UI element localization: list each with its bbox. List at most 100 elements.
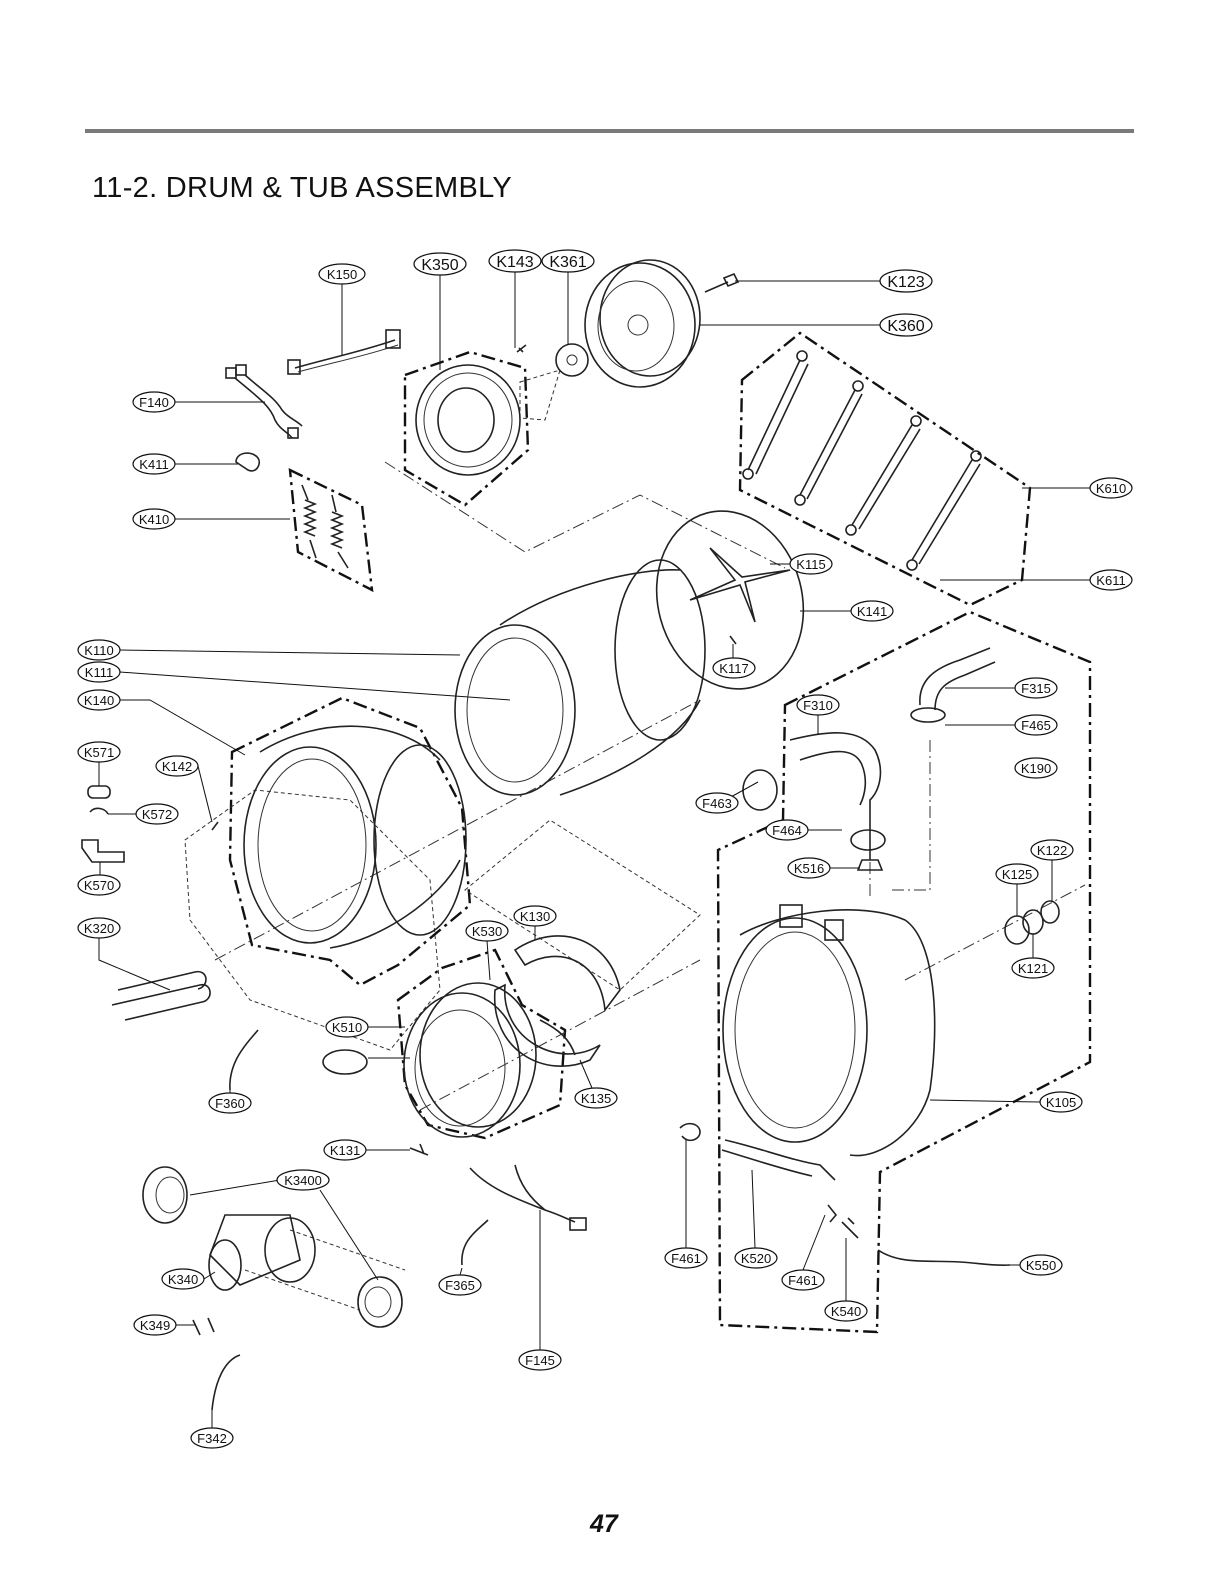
wire-f342 <box>211 1354 241 1411</box>
svg-text:K110: K110 <box>84 643 113 658</box>
boundary-gasket <box>396 948 567 1140</box>
label-f145: F145 <box>518 1349 562 1371</box>
label-k410: K410 <box>132 508 176 530</box>
label-k142: K142 <box>155 755 199 777</box>
wire-f360 <box>229 1029 259 1091</box>
svg-text:K610: K610 <box>1096 481 1126 496</box>
hose-f310 <box>789 732 882 860</box>
label-k115: K115 <box>789 553 833 575</box>
svg-text:F360: F360 <box>215 1096 245 1111</box>
label-k135: K135 <box>574 1087 618 1109</box>
label-k143: K143 <box>488 249 542 273</box>
label-k349: K349 <box>133 1314 177 1336</box>
front-tub-k140 <box>243 725 467 949</box>
svg-text:K349: K349 <box>140 1318 170 1333</box>
boundary-stator <box>403 350 530 507</box>
svg-text:K141: K141 <box>857 604 887 619</box>
part-labels: K150 K350 K143 K361 K123 K360 F140 K411 … <box>77 249 1133 1449</box>
svg-text:K320: K320 <box>84 921 114 936</box>
page-title: 11-2. DRUM & TUB ASSEMBLY <box>92 172 513 204</box>
clamp-f461-right <box>827 1204 838 1223</box>
parts-artwork <box>81 259 1060 1411</box>
label-k340: K340 <box>161 1268 205 1290</box>
bolt-k123 <box>704 272 740 293</box>
label-k570: K570 <box>77 874 121 896</box>
rotor-k360 <box>584 259 701 388</box>
wire-harness-f140 <box>225 364 303 439</box>
spider-k115 <box>689 547 791 623</box>
svg-text:F145: F145 <box>525 1353 555 1368</box>
svg-text:K131: K131 <box>330 1143 360 1158</box>
svg-text:K3400: K3400 <box>284 1173 322 1188</box>
bearings <box>1004 900 1060 945</box>
stator-k350 <box>415 364 521 476</box>
svg-text:F465: F465 <box>1021 718 1051 733</box>
svg-text:K140: K140 <box>84 693 114 708</box>
svg-text:K123: K123 <box>887 274 924 291</box>
svg-text:K122: K122 <box>1037 843 1067 858</box>
wire-harness-k150 <box>287 329 401 375</box>
label-k320: K320 <box>77 917 121 939</box>
label-k516: K516 <box>787 857 831 879</box>
label-k411: K411 <box>132 453 176 475</box>
bolt-k143 <box>516 344 527 353</box>
label-f465: F465 <box>1014 714 1058 736</box>
label-k190: K190 <box>1014 757 1058 779</box>
svg-text:K142: K142 <box>162 759 192 774</box>
construction-lines <box>184 369 1086 1311</box>
wire-harness-f145 <box>469 1164 587 1231</box>
filter-k340 <box>208 1239 242 1291</box>
screw-k117 <box>729 635 737 645</box>
springs-k410 <box>301 484 349 569</box>
label-k550: K550 <box>1019 1254 1063 1276</box>
svg-text:K550: K550 <box>1026 1258 1056 1273</box>
label-f310: F310 <box>796 694 840 716</box>
svg-text:K135: K135 <box>581 1091 611 1106</box>
boundary-rear-tub <box>716 610 1092 1334</box>
svg-text:F315: F315 <box>1021 681 1051 696</box>
svg-text:K571: K571 <box>84 745 114 760</box>
ring-k141 <box>655 510 805 690</box>
label-k121: K121 <box>1011 957 1055 979</box>
boundary-springs <box>288 467 374 593</box>
hose-k520 <box>721 1139 836 1181</box>
screws-k349 <box>192 1317 215 1336</box>
svg-text:F461: F461 <box>671 1251 701 1266</box>
drum-k110 <box>454 559 706 796</box>
hose-f315 <box>919 647 996 711</box>
label-k111: K111 <box>77 661 121 683</box>
label-k530: K530 <box>465 920 509 942</box>
svg-text:K540: K540 <box>831 1304 861 1319</box>
label-k131: K131 <box>323 1139 367 1161</box>
label-f461-right: F461 <box>781 1269 825 1291</box>
shock-absorbers-k610 <box>742 350 982 571</box>
ring-f464 <box>850 829 886 851</box>
svg-text:F461: F461 <box>788 1273 818 1288</box>
svg-text:K572: K572 <box>142 807 172 822</box>
svg-text:K570: K570 <box>84 878 114 893</box>
svg-text:K361: K361 <box>549 254 586 271</box>
rear-tub-k105 <box>722 904 936 1157</box>
svg-text:K410: K410 <box>139 512 169 527</box>
svg-text:K111: K111 <box>85 665 113 680</box>
valve-k540 <box>841 1217 859 1239</box>
clamp-f463 <box>742 769 778 811</box>
svg-text:K190: K190 <box>1021 761 1051 776</box>
svg-text:F342: F342 <box>197 1431 227 1446</box>
svg-text:K530: K530 <box>472 924 502 939</box>
boundary-front-tub <box>228 696 472 987</box>
label-k510: K510 <box>325 1016 369 1038</box>
label-k361: K361 <box>541 249 595 273</box>
svg-text:K360: K360 <box>887 318 924 335</box>
leader-lines <box>98 270 1092 1428</box>
label-k141: K141 <box>850 600 894 622</box>
clamp-parts <box>494 935 621 1067</box>
label-k117: K117 <box>712 657 756 679</box>
pump-k3400 <box>142 1166 403 1328</box>
svg-text:F310: F310 <box>803 698 833 713</box>
label-k360: K360 <box>879 313 933 337</box>
label-k611: K611 <box>1089 569 1133 591</box>
svg-text:K121: K121 <box>1018 961 1048 976</box>
svg-text:K516: K516 <box>794 861 824 876</box>
